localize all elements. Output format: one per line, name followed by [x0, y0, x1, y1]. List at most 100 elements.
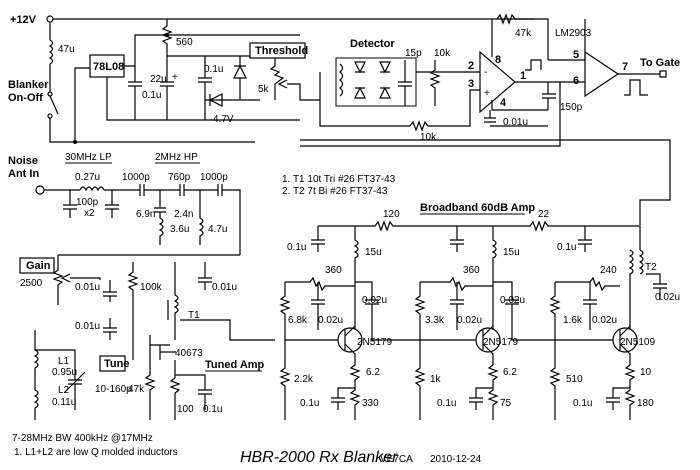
choke-15u-1 [353, 226, 359, 330]
gain-pot [52, 255, 71, 305]
emitter-resistors-1 [349, 364, 361, 420]
tune-label: Tune [104, 358, 129, 370]
label-1k: 1k [430, 374, 442, 385]
label-560: 560 [176, 37, 193, 48]
label-001-g1: 0.01u [75, 282, 100, 293]
label-62-2: 6.2 [503, 367, 517, 378]
antenna-jack [35, 185, 45, 195]
pin-8: 8 [495, 54, 501, 66]
cap-100p-a [63, 190, 77, 218]
label-360-1: 360 [325, 265, 342, 276]
label-510: 510 [566, 374, 583, 385]
label-22: 22 [538, 209, 550, 220]
label-15u-1: 15u [365, 247, 382, 258]
label-q4: 40673 [175, 348, 203, 359]
inductor-47u [198, 190, 204, 245]
label-01-e3: 0.1u [573, 398, 592, 409]
switch-label-1: Blanker [8, 79, 49, 91]
r33k [414, 282, 478, 341]
supply-rail-amp [318, 220, 641, 250]
r16k [549, 282, 615, 341]
label-33k: 3.3k [425, 315, 445, 326]
c22u [160, 56, 174, 120]
choke-15u-2 [491, 226, 497, 330]
variable-cap [35, 349, 86, 410]
cap-150p [542, 59, 585, 110]
label-1000a: 1000p [122, 172, 150, 183]
supply-terminal [46, 15, 54, 23]
pin-7: 7 [622, 61, 628, 73]
cap-001-g1 [103, 280, 117, 302]
c01-regulator [128, 66, 142, 120]
r100-source [169, 360, 181, 420]
q3-leads [619, 325, 631, 365]
label-1000b: 1000p [200, 172, 228, 183]
transformer-t1 [167, 262, 179, 340]
cap-01-s3 [578, 226, 592, 252]
detector-diode-top2 [379, 61, 391, 74]
label-180: 180 [637, 398, 654, 409]
plus-sign: + [172, 72, 178, 83]
label-01-e1: 0.1u [300, 398, 319, 409]
label-47k-top: 47k [515, 28, 532, 39]
transformer-t2 [628, 249, 644, 330]
detector-diode-top [354, 61, 366, 74]
ant-in-label: Ant In [8, 168, 39, 180]
cap-01-e2 [469, 387, 493, 410]
amp-label: Broadband 60dB Amp [420, 202, 535, 214]
label-5k: 5k [258, 84, 270, 95]
label-24n: 2.4n [174, 209, 193, 220]
label-01-e2: 0.1u [437, 398, 456, 409]
label-l1v: 0.95u [52, 367, 77, 378]
hp-series-caps [139, 184, 241, 255]
zener-47v [205, 93, 260, 107]
cap-001-g2 [103, 318, 117, 340]
detector-diode-bottom2 [379, 86, 391, 99]
label-150p: 150p [560, 102, 583, 113]
label-q3: 2N5109 [620, 337, 655, 348]
cap-01-s4 [175, 374, 212, 410]
r240 [555, 276, 620, 292]
label-002-c1: 0.02u [362, 295, 387, 306]
r47k-top [496, 13, 549, 60]
label-002-1: 0.02u [318, 315, 343, 326]
label-027u: 0.27u [75, 172, 100, 183]
label-16k: 1.6k [563, 315, 583, 326]
inductors-l1-l2 [33, 330, 39, 420]
note-inductors: 1. L1+L2 are low Q molded inductors [14, 447, 178, 458]
label-002-3: 0.02u [592, 315, 617, 326]
r10k-feedback [409, 89, 480, 132]
power-section: +12V 47u Blanker On-Off 78L08 560 0.1u 2… [8, 14, 535, 144]
label-10k-a: 10k [434, 48, 451, 59]
pin-5: 5 [573, 49, 579, 61]
switch-contact-top [47, 91, 53, 97]
tuned-amp-label: Tuned Amp [205, 359, 265, 371]
r510 [549, 340, 561, 420]
label-x2: x2 [84, 208, 95, 219]
label-47k-s: 47k [128, 384, 145, 395]
cap-002-1 [311, 282, 325, 330]
c01b [198, 56, 212, 120]
label-c01a: 0.1u [142, 90, 161, 101]
pulse-symbol-1 [525, 59, 542, 71]
inductor-027u [79, 186, 105, 192]
comparator-a [479, 50, 516, 114]
cap-01-e1 [331, 387, 355, 410]
author: VE7CA [380, 454, 413, 465]
label-c01b: 0.1u [204, 64, 223, 75]
label-47u2: 4.7u [208, 224, 227, 235]
label-15u-2: 15u [503, 247, 520, 258]
label-001: 0.01u [503, 117, 528, 128]
label-760: 760p [168, 172, 191, 183]
blanker-switch [49, 95, 59, 115]
detector-label: Detector [350, 38, 395, 50]
label-330: 330 [362, 398, 379, 409]
to-gate-label: To Gate [640, 57, 680, 69]
label-36u: 3.6u [170, 224, 189, 235]
pin-3: 3 [468, 78, 474, 90]
r68k [279, 282, 340, 341]
label-100k: 100k [140, 282, 163, 293]
mosfet-40673 [149, 335, 176, 360]
label-15p: 15p [405, 48, 422, 59]
